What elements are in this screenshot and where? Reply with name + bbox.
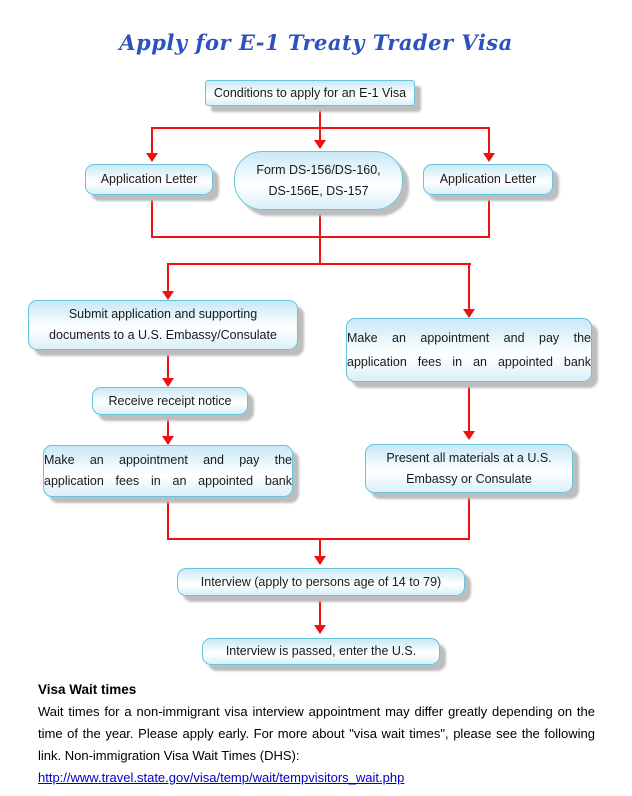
node-label-line: Embassy or Consulate xyxy=(406,471,532,486)
node-label-line: application fees in an appointed bank xyxy=(347,355,591,369)
flow-connector xyxy=(319,538,321,557)
node-make-appointment-right: Make an appointment and pay the applicat… xyxy=(346,318,592,382)
flow-arrowhead xyxy=(162,378,174,387)
node-label-line: DS-156E, DS-157 xyxy=(268,183,369,198)
visa-wait-times-link[interactable]: http://www.travel.state.gov/visa/temp/wa… xyxy=(38,770,405,785)
visa-wait-times-section: Visa Wait times Wait times for a non-imm… xyxy=(38,682,595,789)
flow-connector xyxy=(167,538,470,540)
flow-arrowhead xyxy=(146,153,158,162)
flow-arrowhead xyxy=(314,625,326,634)
flow-connector xyxy=(167,350,169,379)
visa-wait-times-paragraph: Wait times for a non-immigrant visa inte… xyxy=(38,704,595,763)
flow-connector xyxy=(319,596,321,626)
flow-arrowhead xyxy=(483,153,495,162)
node-label-line: Present all materials at a U.S. xyxy=(386,450,552,465)
node-label: Interview (apply to persons age of 14 to… xyxy=(200,574,442,589)
node-label: Receive receipt notice xyxy=(108,393,232,408)
flow-arrowhead xyxy=(463,309,475,318)
node-label: Conditions to apply for an E-1 Visa xyxy=(213,85,407,100)
flow-arrowhead xyxy=(162,436,174,445)
node-label-line: Make an appointment and pay the xyxy=(347,331,591,345)
node-application-letter-right: Application Letter xyxy=(423,164,553,195)
node-label-line: Make an appointment and pay the xyxy=(44,453,292,467)
flow-connector xyxy=(151,195,153,238)
node-label: Application Letter xyxy=(439,172,537,186)
flow-connector xyxy=(488,127,490,154)
flow-connector xyxy=(167,415,169,437)
flow-connector xyxy=(167,497,169,539)
flow-connector xyxy=(468,493,470,539)
flow-connector xyxy=(167,263,169,292)
node-interview-passed: Interview is passed, enter the U.S. xyxy=(202,638,440,665)
flow-connector xyxy=(319,210,321,265)
node-conditions: Conditions to apply for an E-1 Visa xyxy=(205,80,415,106)
node-label-line: documents to a U.S. Embassy/Consulate xyxy=(49,328,277,342)
flow-connector xyxy=(151,127,153,154)
node-receive-receipt: Receive receipt notice xyxy=(92,387,248,415)
node-label: Application Letter xyxy=(100,172,198,186)
flow-connector xyxy=(468,382,470,432)
node-label-line: application fees in an appointed bank xyxy=(44,474,292,488)
node-label: Interview is passed, enter the U.S. xyxy=(225,644,417,658)
node-interview: Interview (apply to persons age of 14 to… xyxy=(177,568,465,596)
node-application-letter-left: Application Letter xyxy=(85,164,213,195)
flow-arrowhead xyxy=(314,556,326,565)
flow-connector xyxy=(319,127,321,141)
node-present-materials: Present all materials at a U.S. Embassy … xyxy=(365,444,573,493)
visa-wait-times-heading: Visa Wait times xyxy=(38,682,137,697)
flow-connector xyxy=(468,263,470,310)
node-label-line: Form DS-156/DS-160, xyxy=(256,162,381,177)
flow-arrowhead xyxy=(314,140,326,149)
node-form-ds: Form DS-156/DS-160, DS-156E, DS-157 xyxy=(234,151,403,210)
flow-connector xyxy=(488,195,490,238)
flow-connector xyxy=(167,263,471,265)
flow-arrowhead xyxy=(463,431,475,440)
flow-connector xyxy=(319,106,321,127)
page-title: Apply for E-1 Treaty Trader Visa xyxy=(119,30,513,55)
flow-arrowhead xyxy=(162,291,174,300)
node-make-appointment-left: Make an appointment and pay the applicat… xyxy=(43,445,293,497)
node-label-line: Submit application and supporting xyxy=(68,307,258,321)
node-submit-application: Submit application and supporting docume… xyxy=(28,300,298,350)
